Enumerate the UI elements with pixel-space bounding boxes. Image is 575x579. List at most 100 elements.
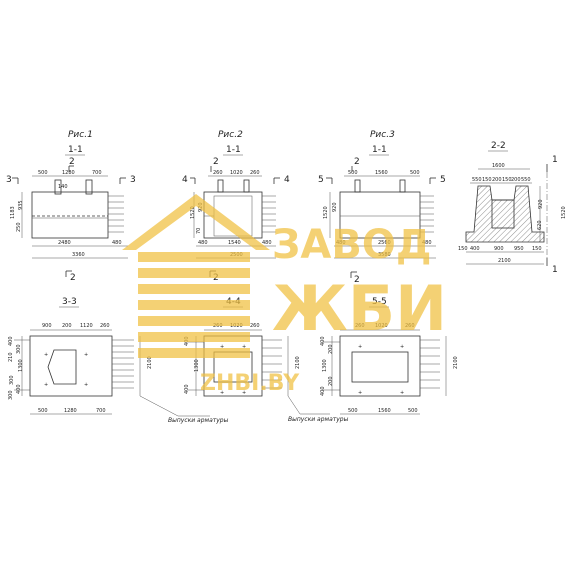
svg-text:260: 260	[100, 323, 110, 329]
svg-text:1520: 1520	[323, 206, 329, 219]
svg-text:70: 70	[196, 228, 202, 234]
svg-text:920: 920	[538, 199, 544, 209]
svg-text:1600: 1600	[492, 163, 505, 169]
svg-text:400: 400	[320, 386, 326, 396]
watermark-line-1: ЗАВОД	[272, 222, 432, 268]
svg-text:2560: 2560	[378, 240, 391, 246]
svg-text:1120: 1120	[80, 323, 93, 329]
svg-text:550: 550	[472, 177, 482, 183]
svg-text:260: 260	[213, 170, 223, 176]
svg-text:400: 400	[8, 336, 14, 346]
svg-text:480: 480	[422, 240, 432, 246]
note-rebar-outlets-2: Выпуски арматуры	[288, 416, 349, 423]
svg-text:950: 950	[514, 246, 524, 252]
section-2-2: 2-2	[491, 141, 506, 151]
svg-text:200: 200	[328, 376, 334, 386]
svg-text:1560: 1560	[375, 170, 388, 176]
watermark-line-3: ZHBI.BY	[200, 371, 300, 396]
rebar-outlet-notes: Выпуски арматуры Выпуски арматуры	[139, 395, 349, 424]
svg-text:500: 500	[38, 170, 48, 176]
cut-mark-2-top-fig1: 2	[69, 157, 75, 167]
svg-text:1300: 1300	[18, 359, 24, 372]
svg-text:400: 400	[16, 384, 22, 394]
svg-text:500: 500	[410, 170, 420, 176]
svg-text:+: +	[358, 344, 362, 350]
svg-text:+: +	[84, 352, 88, 358]
svg-text:1520: 1520	[190, 206, 196, 219]
watermark-line-2: ЖБИ	[272, 272, 447, 345]
svg-text:2: 2	[354, 157, 360, 167]
svg-text:480: 480	[262, 240, 272, 246]
svg-text:2: 2	[354, 275, 360, 285]
svg-text:260: 260	[355, 323, 365, 329]
svg-text:210: 210	[8, 352, 14, 362]
section-3-3: 3-3	[62, 297, 77, 307]
svg-text:1300: 1300	[322, 359, 328, 372]
svg-text:500: 500	[348, 170, 358, 176]
svg-text:900: 900	[42, 323, 52, 329]
svg-text:+: +	[44, 352, 48, 358]
svg-text:550: 550	[521, 177, 531, 183]
svg-text:480: 480	[336, 240, 346, 246]
section-1-1-fig3: 1-1	[372, 145, 387, 155]
fig3-elevation: 2 5 5 500 1560 500 1520 920 480 2560 4	[318, 157, 446, 285]
svg-text:1280: 1280	[62, 170, 75, 176]
svg-text:200: 200	[511, 177, 521, 183]
svg-text:620: 620	[537, 220, 543, 230]
figure-1-title: Рис.1	[68, 130, 93, 140]
svg-text:150: 150	[502, 177, 512, 183]
svg-text:200: 200	[62, 323, 72, 329]
svg-text:400: 400	[320, 336, 326, 346]
section-5-5-rebar-outlets	[322, 339, 440, 391]
svg-text:+: +	[242, 344, 246, 350]
svg-text:+: +	[358, 390, 362, 396]
svg-text:250: 250	[16, 222, 22, 232]
svg-text:200: 200	[328, 344, 334, 354]
section-5-5: 5-5	[372, 297, 387, 307]
cut-mark-3-left: 3	[6, 175, 12, 185]
svg-text:1520: 1520	[561, 206, 567, 219]
fig1-rebar-outlets	[108, 195, 124, 233]
svg-text:4: 4	[182, 175, 188, 185]
svg-text:500: 500	[408, 408, 418, 414]
svg-text:920: 920	[332, 202, 338, 212]
svg-text:+: +	[400, 344, 404, 350]
svg-text:300: 300	[9, 375, 15, 385]
svg-text:+: +	[242, 390, 246, 396]
svg-text:+: +	[220, 390, 224, 396]
section-1-1-fig2: 1-1	[226, 145, 241, 155]
svg-text:2100: 2100	[453, 356, 459, 369]
svg-text:1: 1	[552, 265, 558, 275]
svg-text:260: 260	[405, 323, 415, 329]
svg-text:2480: 2480	[58, 240, 71, 246]
fig3-rebar-outlets	[420, 195, 434, 233]
svg-text:+: +	[220, 344, 224, 350]
svg-text:2100: 2100	[498, 258, 511, 264]
cut-mark-3-right: 3	[130, 175, 136, 185]
svg-text:5: 5	[318, 175, 324, 185]
section-1-1-fig1: 1-1	[68, 145, 83, 155]
svg-text:400: 400	[184, 384, 190, 394]
watermark-logo: ЗАВОД ЖБИ ZHBI.BY	[122, 194, 447, 396]
svg-text:2100: 2100	[147, 356, 153, 369]
svg-text:1300: 1300	[194, 359, 200, 372]
svg-text:150: 150	[458, 246, 468, 252]
svg-text:260: 260	[250, 170, 260, 176]
svg-text:150: 150	[532, 246, 542, 252]
svg-text:+: +	[84, 382, 88, 388]
svg-text:1540: 1540	[228, 240, 241, 246]
section-3-3-plan: 900 200 1120 260 + + + + 400 300 210 130…	[8, 323, 153, 415]
svg-text:1280: 1280	[64, 408, 77, 414]
svg-text:2: 2	[213, 157, 219, 167]
svg-text:900: 900	[494, 246, 504, 252]
svg-text:140: 140	[58, 184, 68, 190]
section-3-3-rebar-outlets	[14, 339, 134, 391]
section-5-5-plan: 260 1020 260 + + + + 400 200 1300 200 40…	[320, 323, 459, 415]
svg-text:200: 200	[492, 177, 502, 183]
svg-text:5: 5	[440, 175, 446, 185]
cut-mark-2-bottom-fig1: 2	[70, 273, 76, 283]
svg-text:1560: 1560	[378, 408, 391, 414]
svg-text:3360: 3360	[72, 252, 85, 258]
svg-text:1183: 1183	[10, 206, 16, 219]
